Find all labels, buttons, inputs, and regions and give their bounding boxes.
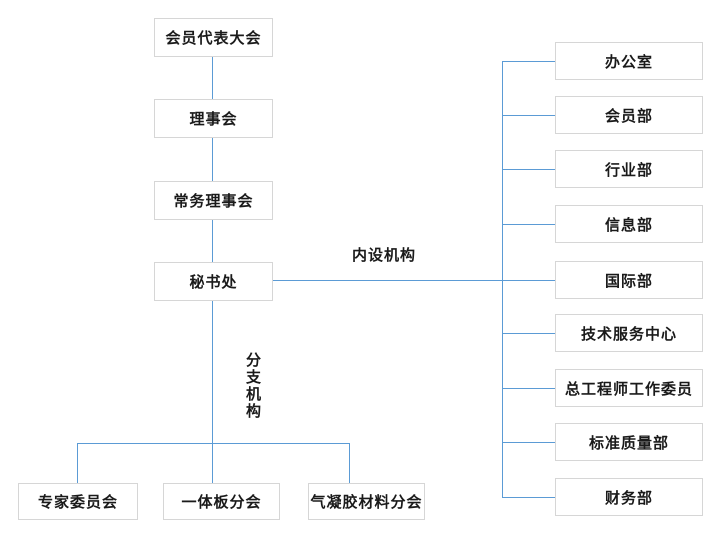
node-standards-quality-dept: 标准质量部 (555, 423, 703, 461)
connector-information-dept (502, 224, 555, 225)
node-standing-council: 常务理事会 (154, 181, 273, 220)
connector-standing-secretariat (212, 220, 213, 262)
node-expert-committee: 专家委员会 (18, 483, 138, 520)
connector-expert-committee (77, 443, 78, 483)
connector-finance-dept (502, 497, 555, 498)
node-aerogel-materials-branch: 气凝胶材料分会 (308, 483, 425, 520)
connector-council-standing (212, 138, 213, 181)
connector-office (502, 61, 555, 62)
connector-secretariat-internal (273, 280, 502, 281)
node-tech-service-center: 技术服务中心 (555, 314, 703, 352)
branch-group-label: 分支机构 (244, 352, 262, 420)
connector-membership-dept (502, 115, 555, 116)
node-membership-dept: 会员部 (555, 96, 703, 134)
node-member-congress: 会员代表大会 (154, 18, 273, 57)
node-industry-dept: 行业部 (555, 150, 703, 188)
node-information-dept: 信息部 (555, 205, 703, 243)
connector-industry-dept (502, 169, 555, 170)
node-integrated-panel-branch: 一体板分会 (163, 483, 280, 520)
connector-aerogel-branch (349, 443, 350, 484)
internal-trunk-line (502, 61, 503, 497)
node-finance-dept: 财务部 (555, 478, 703, 516)
node-council: 理事会 (154, 99, 273, 138)
connector-standards-quality (502, 442, 555, 443)
connector-tech-service-center (502, 333, 555, 334)
node-office: 办公室 (555, 42, 703, 80)
branch-crossbar-line (77, 443, 350, 444)
internal-group-label: 内设机构 (352, 246, 417, 264)
connector-congress-council (212, 57, 213, 99)
node-secretariat: 秘书处 (154, 262, 273, 301)
connector-secretariat-branches (212, 301, 213, 483)
connector-chief-engineer (502, 388, 555, 389)
connector-international-dept (502, 280, 555, 281)
node-international-dept: 国际部 (555, 261, 703, 299)
node-chief-engineer-committee: 总工程师工作委员 (555, 369, 703, 407)
